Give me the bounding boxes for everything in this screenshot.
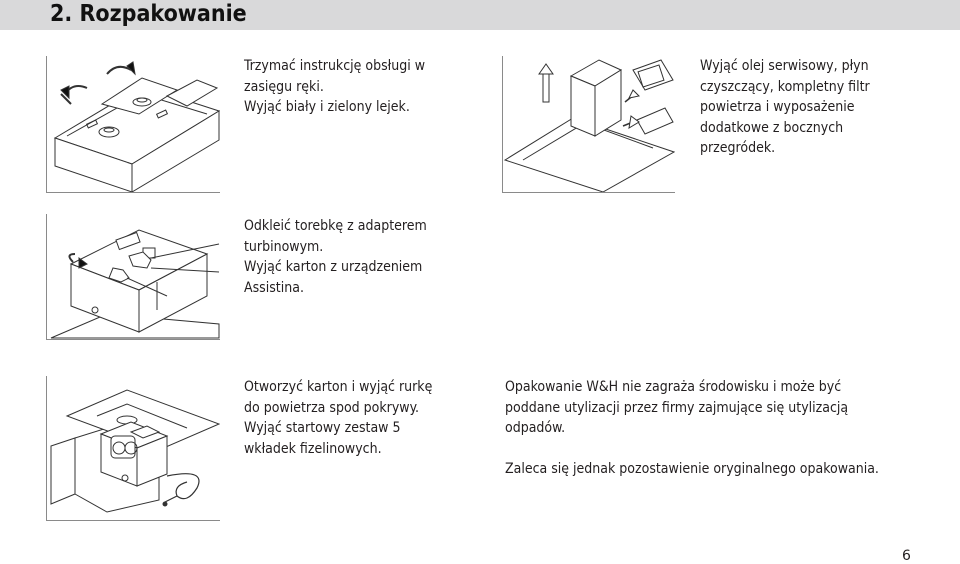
packaging-recommendation: Zaleca się jednak pozostawienie oryginal…: [505, 460, 879, 477]
step-1-line: Wyjąć biały i zielony lejek.: [244, 99, 410, 115]
step-4-text: Otworzyć karton i wyjąć rurkę do powietr…: [244, 377, 432, 459]
illustration-open-box-funnels: [46, 56, 220, 193]
step-4-line: do powietrza spod pokrywy.: [244, 399, 420, 416]
step-4-line: Otworzyć karton i wyjąć rurkę: [244, 379, 433, 395]
illustration-remove-carton: [46, 214, 220, 340]
packaging-note: Opakowanie W&H nie zagraża środowisku i …: [505, 377, 879, 479]
page-header: 2. Rozpakowanie: [0, 0, 960, 30]
packaging-note-line: Opakowanie W&H nie zagraża środowisku i …: [505, 379, 842, 395]
step-3-line: turbinowym.: [244, 238, 324, 255]
step-2-line: Wyjąć olej serwisowy, płyn: [700, 58, 869, 74]
step-1-text: Trzymać instrukcję obsługi w zasięgu ręk…: [244, 56, 425, 118]
step-3-line: Assistina.: [244, 279, 304, 296]
step-2-line: czyszczący, kompletny filtr: [700, 78, 870, 95]
packaging-note-line: odpadów.: [505, 420, 566, 436]
step-3-line: Odkleić torebkę z adapterem: [244, 218, 427, 234]
page-title: 2. Rozpakowanie: [50, 1, 247, 27]
packaging-note-line: poddane utylizacji przez firmy zajmujące…: [505, 399, 849, 416]
step-2-text: Wyjąć olej serwisowy, płyn czyszczący, k…: [700, 56, 870, 159]
step-1-line: zasięgu ręki.: [244, 78, 324, 95]
step-3-line: Wyjąć karton z urządzeniem: [244, 259, 423, 275]
step-2-line: przegródek.: [700, 140, 776, 156]
illustration-side-compartments: [502, 56, 675, 193]
step-4-line: Wyjąć startowy zestaw 5: [244, 420, 401, 436]
step-1-line: Trzymać instrukcję obsługi w: [244, 58, 426, 74]
step-2-line: powietrza i wyposażenie: [700, 99, 855, 115]
illustration-open-carton-air-tube: manual: [46, 376, 220, 521]
step-4-line: wkładek fizelinowych.: [244, 440, 382, 457]
page-number: 6: [902, 548, 911, 564]
step-2-line: dodatkowe z bocznych: [700, 119, 844, 136]
step-3-text: Odkleić torebkę z adapterem turbinowym. …: [244, 216, 427, 298]
